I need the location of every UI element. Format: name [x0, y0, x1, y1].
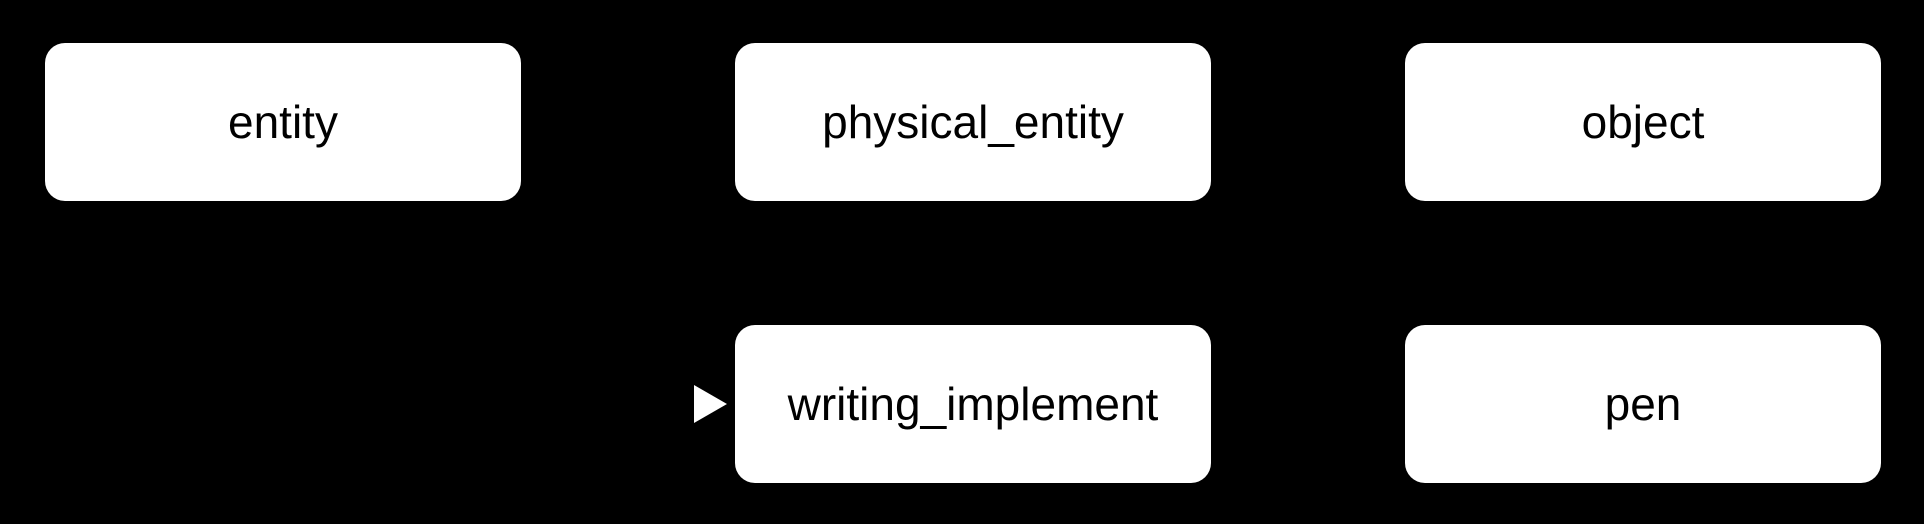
node-label-entity: entity — [228, 96, 338, 148]
node-writing-implement[interactable]: writing_implement — [735, 325, 1211, 483]
node-label-object: object — [1581, 96, 1705, 148]
node-label-physical-entity: physical_entity — [822, 96, 1124, 148]
node-physical-entity[interactable]: physical_entity — [735, 43, 1211, 201]
node-label-writing-implement: writing_implement — [787, 378, 1159, 430]
node-object[interactable]: object — [1405, 43, 1881, 201]
node-entity[interactable]: entity — [45, 43, 521, 201]
node-label-pen: pen — [1604, 378, 1682, 430]
node-pen[interactable]: pen — [1405, 325, 1881, 483]
arrow-right-icon — [694, 385, 727, 423]
